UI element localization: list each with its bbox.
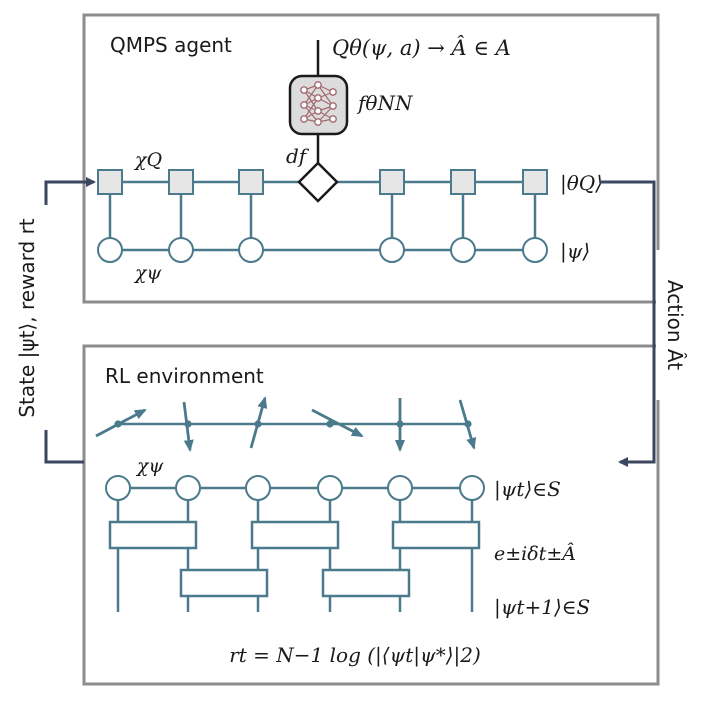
spin-chain [95, 396, 476, 452]
reward-formula: rt = N−1 log (|⟨ψt|ψ*⟩|2) [229, 643, 481, 668]
action-arrow [600, 180, 656, 467]
agent-title: QMPS agent [110, 33, 232, 57]
evolution-gates-lower [179, 568, 411, 598]
state-reward-label: State |ψt⟩, reward rt [15, 218, 39, 417]
psi-t1-label: |ψt+1⟩∈S [494, 595, 590, 620]
evolution-label: e±iδt±Â [494, 542, 576, 565]
state-tensors [105, 475, 485, 501]
action-label: Action Ât [663, 280, 687, 370]
psi-tensors [97, 237, 548, 263]
psi-ket: |ψ⟩ [560, 239, 590, 264]
chi-q-label: χQ [133, 149, 162, 171]
environment-box [82, 344, 660, 686]
env-chi-psi-label: χψ [135, 455, 165, 477]
q-formula: Qθ(ψ, a) → Â ∈ A [332, 36, 511, 60]
theta-ket: |θQ⟩ [560, 171, 603, 196]
df-label: df [286, 144, 310, 168]
evolution-gates-upper [108, 520, 481, 550]
feature-diamond [297, 161, 339, 203]
chi-psi-label: χψ [133, 262, 163, 284]
environment-title: RL environment [105, 364, 264, 388]
nn-label: fθNN [356, 91, 414, 115]
theta-tensors [97, 169, 548, 195]
psi-t-label: |ψt⟩∈S [494, 477, 561, 502]
neural-network-icon [288, 74, 349, 136]
